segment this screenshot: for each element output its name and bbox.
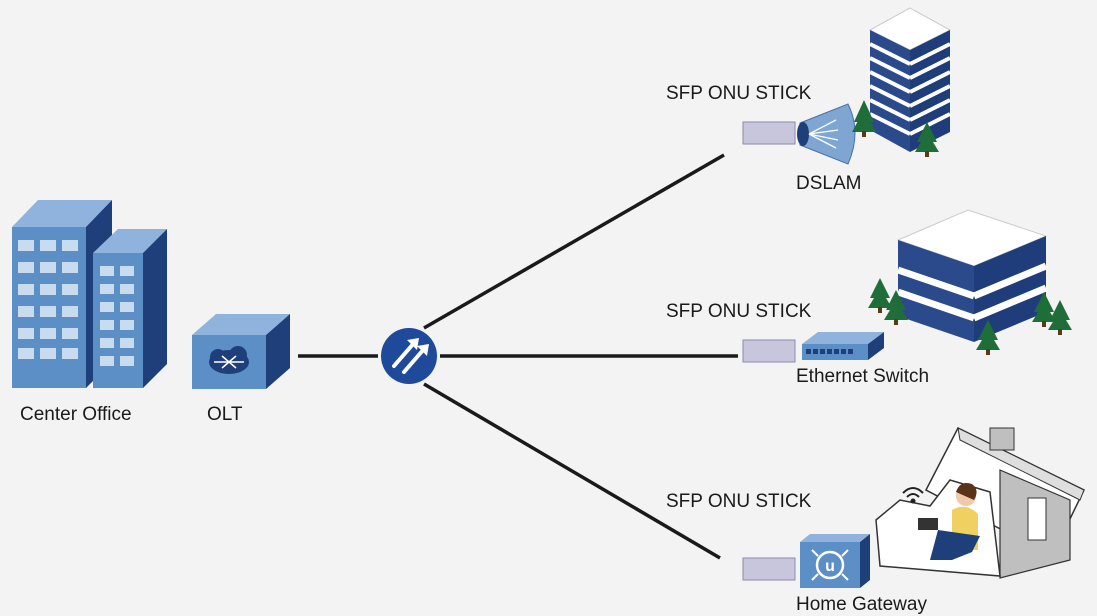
person-icon — [918, 483, 980, 560]
switch-icon — [802, 332, 884, 360]
sfp-stick-2 — [742, 339, 796, 363]
tree-icon — [852, 100, 939, 157]
sfp-onu-stick-label-1: SFP ONU STICK — [666, 83, 812, 104]
gateway-icon: u — [800, 534, 870, 588]
house-icon — [875, 427, 1086, 579]
link-splitter-gateway — [423, 382, 721, 560]
tree-icon — [868, 278, 1072, 355]
svg-text:u: u — [825, 558, 835, 575]
ethernet-switch-label: Ethernet Switch — [796, 366, 930, 387]
olt-icon — [192, 314, 290, 389]
splitter-icon — [381, 328, 437, 384]
sfp-stick-1 — [742, 121, 796, 145]
dish-icon — [797, 103, 856, 165]
link-splitter-dslam — [423, 153, 725, 330]
office-tower-building-icon — [852, 7, 952, 157]
dslam-label: DSLAM — [796, 173, 862, 194]
sfp-sticks — [742, 121, 796, 581]
olt-label: OLT — [207, 404, 243, 425]
wifi-icon — [902, 487, 924, 504]
center-office-building-icon — [12, 200, 167, 388]
home-gateway-label: Home Gateway — [796, 594, 927, 615]
campus-building-icon — [868, 209, 1072, 355]
center-office-label: Center Office — [20, 404, 132, 425]
fiber-links — [298, 153, 738, 560]
sfp-stick-3 — [742, 557, 796, 581]
sfp-onu-stick-label-3: SFP ONU STICK — [666, 491, 812, 512]
sfp-onu-stick-label-2: SFP ONU STICK — [666, 301, 812, 322]
